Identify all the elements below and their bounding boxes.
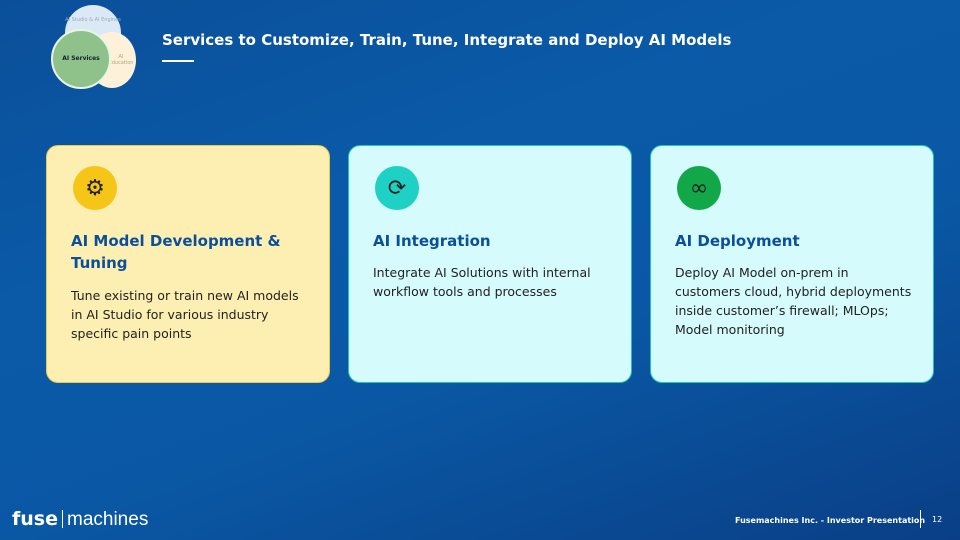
page-number: 12 — [932, 515, 943, 524]
gear-infinity-icon: ∞ — [677, 166, 721, 210]
card-title: AI Deployment — [675, 232, 800, 250]
venn-diagram: AI Studio & AI Engines AI Education AI S… — [48, 2, 140, 90]
card-model-development: ⚙ AI Model Development & Tuning Tune exi… — [46, 145, 330, 383]
card-deployment: ∞ AI Deployment Deploy AI Model on-prem … — [650, 145, 934, 383]
footer-divider — [920, 510, 921, 528]
card-description: Tune existing or train new AI models in … — [71, 288, 299, 341]
logo-divider — [62, 510, 63, 528]
footer-text: Fusemachines Inc. - Investor Presentatio… — [735, 516, 926, 525]
logo-fuse: fuse — [12, 508, 58, 530]
card-title: AI Integration — [373, 232, 491, 250]
card-description: Integrate AI Solutions with internal wor… — [373, 265, 591, 299]
page-title: Services to Customize, Train, Tune, Inte… — [162, 31, 732, 49]
card-integration: ⟳ AI Integration Integrate AI Solutions … — [348, 145, 632, 383]
title-underline — [162, 60, 194, 62]
fusemachines-logo: fuse machines — [12, 508, 148, 531]
gear-cycle-icon: ⟳ — [375, 166, 419, 210]
brain-gear-icon: ⚙ — [73, 166, 117, 210]
logo-machines: machines — [67, 509, 149, 530]
venn-ai-services: AI Services — [51, 29, 111, 89]
card-title: AI Model Development & Tuning — [71, 232, 281, 272]
card-description: Deploy AI Model on-prem in customers clo… — [675, 265, 912, 337]
